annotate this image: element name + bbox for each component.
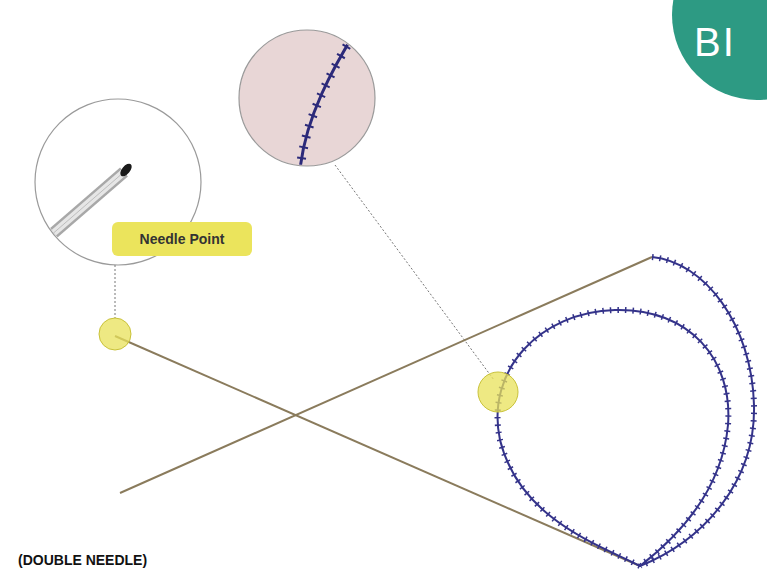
barbed-thread-closeup bbox=[300, 12, 368, 170]
leader-line bbox=[115, 265, 116, 318]
needle bbox=[115, 336, 640, 566]
magnifier-circle bbox=[239, 30, 375, 166]
needle bbox=[120, 257, 652, 493]
leader-line bbox=[335, 165, 494, 380]
node-text: Needle Point bbox=[140, 231, 225, 248]
highlight-dot bbox=[478, 372, 518, 412]
callout-label: Needle Point bbox=[112, 222, 252, 256]
node-text: BI bbox=[694, 18, 767, 66]
highlight-dot bbox=[99, 318, 131, 350]
barbed-suture bbox=[498, 257, 755, 566]
caption-label: (DOUBLE NEEDLE) bbox=[18, 552, 147, 568]
corner-badge: BI bbox=[672, 0, 767, 100]
